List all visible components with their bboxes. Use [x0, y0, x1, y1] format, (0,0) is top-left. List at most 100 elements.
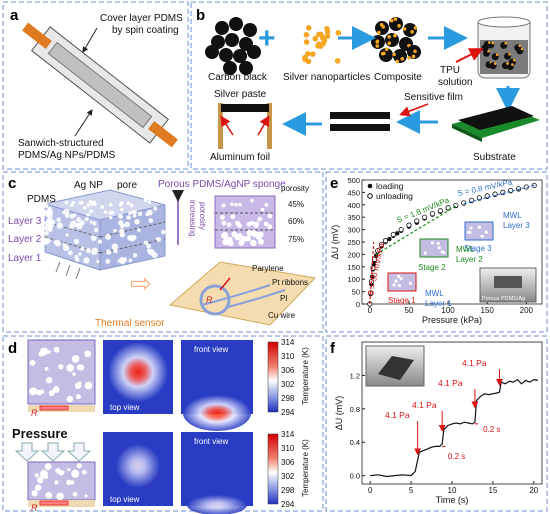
silver-particle	[487, 41, 491, 44]
pore	[117, 213, 123, 219]
x-axis-label: Time (s)	[436, 495, 469, 505]
pore	[129, 203, 134, 208]
pore	[108, 211, 113, 215]
layer3-label: Layer 3	[8, 216, 42, 227]
x-tick-label: 5	[409, 486, 414, 495]
panel-f-letter: f	[330, 340, 336, 357]
pore	[89, 220, 93, 224]
pore	[100, 205, 105, 209]
pore	[62, 210, 66, 215]
pdms-label: PDMS	[27, 194, 56, 205]
silver-particle	[310, 51, 316, 57]
pore	[44, 231, 49, 236]
pore	[81, 469, 87, 475]
pore	[119, 207, 124, 212]
pore	[147, 200, 152, 204]
pore	[103, 210, 108, 214]
silver-np-label: Silver nanoparticles	[283, 72, 370, 83]
x-tick-label: 200	[520, 306, 534, 315]
silver-particle	[312, 35, 319, 42]
film-strip	[330, 112, 390, 119]
unloading-point	[515, 186, 522, 192]
pressure-annotation: 4.1 Pa	[438, 378, 463, 388]
pore	[126, 201, 131, 206]
carbon-particle	[205, 45, 219, 59]
silver-particle	[508, 52, 511, 56]
pore	[54, 480, 59, 485]
pore	[53, 346, 60, 353]
pore	[29, 360, 36, 366]
pore	[120, 201, 124, 205]
unloading-point	[445, 205, 451, 211]
silver-particle	[319, 35, 326, 41]
pore	[80, 200, 84, 205]
pore	[67, 250, 73, 256]
cbar-tick: 314	[281, 430, 295, 439]
y-tick-label: 450	[347, 188, 360, 197]
rt-label: R	[31, 408, 38, 418]
sandwich-label-1: Sanwich-structured	[18, 138, 104, 149]
mwl-label: Layer 1	[425, 299, 452, 308]
rt-label: R	[206, 295, 213, 305]
device-photo-part	[378, 356, 414, 380]
pore	[96, 259, 100, 263]
pore	[133, 210, 137, 214]
pore	[83, 257, 90, 264]
pore	[246, 221, 252, 227]
silver-particle	[410, 29, 414, 34]
silver-particle	[320, 40, 327, 47]
pore	[66, 479, 72, 486]
cbar-tick: 310	[281, 444, 295, 453]
pore	[143, 240, 149, 245]
stage-label: Stage 2	[418, 263, 446, 272]
pore	[423, 251, 427, 255]
cbar-tick: 298	[281, 394, 295, 403]
pore	[44, 463, 52, 470]
y-tick-label: 300	[347, 226, 360, 235]
pressure-annotation: 4.1 Pa	[412, 400, 437, 410]
pore	[437, 246, 441, 250]
x-tick-label: 20	[529, 486, 538, 495]
pore	[108, 215, 113, 220]
x-tick-label: 15	[488, 486, 497, 495]
pore	[257, 216, 263, 222]
silver-particle	[400, 57, 405, 61]
silver-particle	[316, 31, 322, 38]
cbar-tick: 314	[281, 338, 295, 347]
pore	[117, 259, 122, 263]
pore	[255, 233, 262, 240]
pore	[128, 258, 133, 263]
cbar-tick: 302	[281, 380, 295, 389]
silver-particle	[413, 26, 418, 30]
cbar-tick: 306	[281, 366, 295, 375]
silver-particle	[303, 39, 310, 45]
thermal-sensor-label: Thermal sensor	[95, 318, 165, 329]
rt-label: R	[31, 503, 38, 513]
pore	[394, 279, 398, 283]
stage-inset	[419, 238, 449, 258]
pore	[227, 240, 234, 247]
top-view-label: top view	[110, 495, 140, 504]
pore	[44, 366, 49, 371]
silver-particle	[511, 63, 514, 66]
unloading-point	[398, 227, 404, 233]
pore	[260, 207, 265, 212]
porosity-inset: increasing porosity porosity 45% 60% 75%	[172, 184, 309, 249]
sponge-block	[42, 189, 166, 280]
carbon-particle	[247, 45, 261, 59]
cbar-tick: 294	[281, 408, 295, 417]
aluminum-foil-label: Aluminum foil	[210, 152, 270, 163]
carbon-particle	[225, 33, 239, 47]
mwl-label: MWL	[425, 289, 444, 298]
pore	[76, 394, 82, 400]
pore	[484, 230, 488, 234]
panel-a-letter: a	[10, 7, 19, 24]
pore	[119, 259, 126, 265]
silver-particle	[411, 54, 416, 59]
pore	[48, 390, 55, 396]
pressure-annotation: 4.1 Pa	[462, 358, 487, 368]
x-axis-label: Pressure (kPa)	[422, 315, 482, 325]
stage-label: Stage 3	[464, 244, 492, 253]
